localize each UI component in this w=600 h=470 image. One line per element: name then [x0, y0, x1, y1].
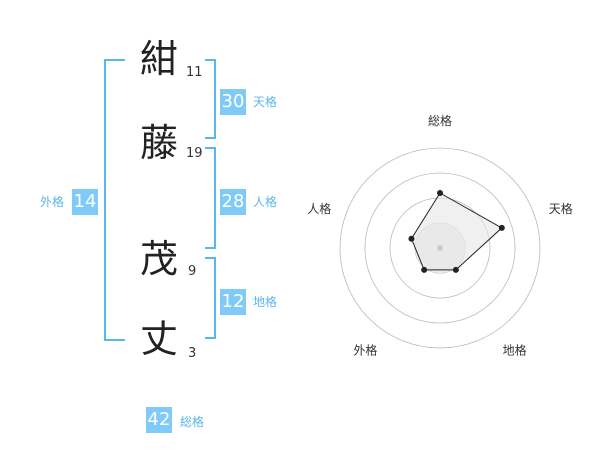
- name-char-4: 丈: [140, 317, 179, 361]
- gai-label: 外格: [40, 195, 65, 209]
- jin-label: 人格: [253, 195, 278, 209]
- gai-value: 14: [72, 189, 98, 215]
- radar-axis-label-2: 天格: [549, 201, 573, 216]
- radar-series-polygon: [410, 192, 503, 271]
- radar-point-3: [452, 266, 459, 273]
- radar-point-4: [421, 266, 428, 273]
- jin-value: 28: [220, 189, 246, 215]
- radar-center-dot: [437, 245, 443, 251]
- chi-bracket: [205, 257, 216, 339]
- ten-label: 天格: [253, 95, 278, 109]
- radar-axis-label-3: 地格: [503, 343, 527, 358]
- chi-label: 地格: [253, 295, 278, 309]
- sou-label: 総格: [180, 415, 205, 429]
- name-char-3: 茂: [140, 237, 179, 281]
- outer-bracket: [104, 59, 125, 341]
- radar-axis-label-1: 総格: [428, 113, 452, 128]
- name-char-2: 藤: [140, 121, 179, 165]
- radar-axis-label-4: 外格: [353, 343, 377, 358]
- stroke-count-1: 11: [186, 65, 203, 80]
- radar-ring: [339, 147, 541, 349]
- sou-value: 42: [146, 407, 172, 433]
- radar-axis-label-5: 人格: [307, 201, 331, 216]
- ten-value: 30: [220, 89, 246, 115]
- name-char-1: 紺: [140, 37, 179, 81]
- stroke-count-2: 19: [186, 146, 203, 161]
- jin-bracket: [205, 147, 216, 249]
- radar-ring: [364, 172, 516, 324]
- radar-point-1: [437, 190, 443, 196]
- stroke-count-3: 9: [188, 264, 197, 279]
- stroke-count-4: 3: [188, 346, 197, 361]
- ten-bracket: [205, 59, 216, 139]
- radar-point-2: [498, 224, 505, 231]
- radar-point-5: [408, 235, 415, 242]
- chi-value: 12: [220, 289, 246, 315]
